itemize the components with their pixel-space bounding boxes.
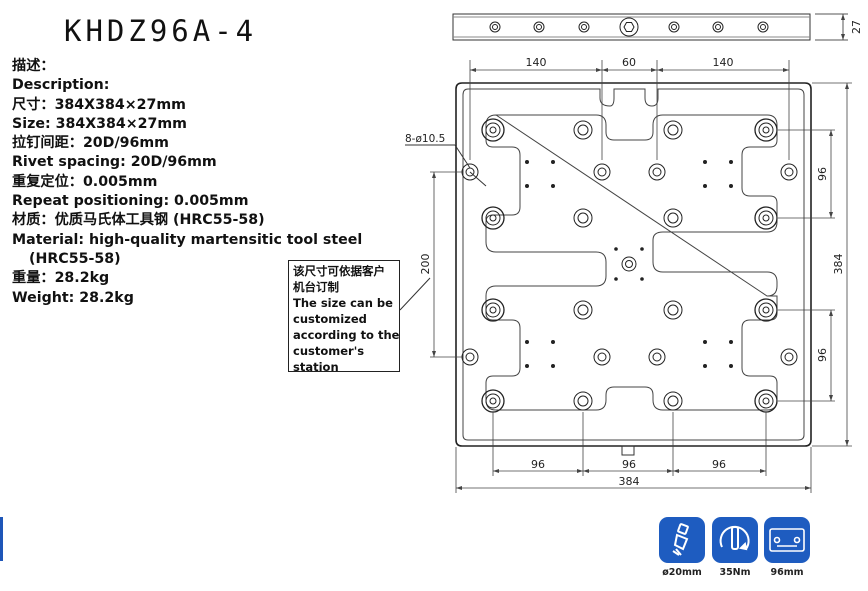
customization-note: 该尺寸可依据客户 机台订制 The size can be customized… bbox=[288, 260, 400, 374]
side-view-body bbox=[452, 13, 811, 41]
bottom-tab bbox=[621, 445, 635, 456]
spec-material-en-hardness: (HRC55-58) bbox=[29, 250, 121, 267]
spec-desc-en: Description: bbox=[12, 77, 110, 94]
dim-right-96-top: 96 bbox=[816, 167, 829, 181]
dim-right-96-bottom: 96 bbox=[816, 348, 829, 362]
spec-weight-cn: 重量：28.2kg bbox=[12, 270, 110, 287]
dim-bottom-96-right: 96 bbox=[712, 458, 726, 471]
note-cn-line1: 该尺寸可依据客户 bbox=[293, 264, 385, 278]
dim-top-140-left: 140 bbox=[526, 56, 547, 69]
plate-cutouts bbox=[485, 114, 778, 411]
dim-bottom-96-mid: 96 bbox=[622, 458, 636, 471]
spec-list: 描述： Description: 尺寸：384X384×27mm Size: 3… bbox=[12, 57, 362, 308]
left-edge-bar bbox=[0, 517, 3, 561]
mounting-holes bbox=[461, 120, 798, 411]
spec-repeat-cn: 重复定位：0.005mm bbox=[12, 173, 158, 190]
dim-left-200: 200 bbox=[419, 254, 432, 275]
dim-right-384: 384 bbox=[832, 254, 845, 275]
side-view-holes bbox=[489, 17, 769, 37]
torque-wrench-icon bbox=[719, 525, 750, 551]
spec-rivet-cn: 拉钉间距：20D/96mm bbox=[12, 135, 169, 152]
clamping-holes bbox=[481, 118, 778, 413]
spec-size-en: Size: 384X384×27mm bbox=[12, 115, 187, 132]
spec-desc-cn: 描述： bbox=[12, 58, 55, 74]
dim-bottom-96-left: 96 bbox=[531, 458, 545, 471]
note-en-line2: customized bbox=[293, 312, 367, 326]
side-view bbox=[452, 13, 848, 41]
product-title: KHDZ96A-4 bbox=[64, 14, 258, 48]
dimension-lines bbox=[430, 60, 852, 493]
pull-stud-icon bbox=[672, 523, 689, 556]
plate-spacing-icon bbox=[769, 528, 805, 552]
note-en-line4: customer's bbox=[293, 344, 365, 358]
dim-bottom-384: 384 bbox=[619, 475, 640, 488]
dim-hole-callout: 8-ø10.5 bbox=[405, 133, 445, 145]
spec-repeat-en: Repeat positioning: 0.005mm bbox=[12, 193, 249, 210]
note-en-line5: station bbox=[293, 360, 339, 374]
plate-outline bbox=[455, 82, 812, 447]
note-cn-line2: 机台订制 bbox=[293, 280, 339, 294]
spec-size-cn: 尺寸：384X384×27mm bbox=[12, 96, 186, 113]
pull-stud-badge bbox=[659, 517, 705, 563]
spec-material-en: Material: high-quality martensitic tool … bbox=[12, 231, 363, 248]
dim-thickness: 27 bbox=[850, 20, 863, 34]
note-leader-line bbox=[399, 277, 431, 311]
spec-material-cn: 材质：优质马氏体工具钢 (HRC55-58) bbox=[12, 212, 265, 229]
dim-top-60: 60 bbox=[622, 56, 636, 69]
pull-stud-label: ø20mm bbox=[662, 567, 702, 578]
dim-top-140-right: 140 bbox=[713, 56, 734, 69]
dimension-arrows bbox=[432, 14, 849, 490]
spec-rivet-en: Rivet spacing: 20D/96mm bbox=[12, 154, 217, 171]
small-pin-holes bbox=[525, 160, 733, 368]
note-en-line1: The size can be bbox=[293, 296, 393, 310]
torque-label: 35Nm bbox=[719, 567, 751, 578]
spacing-badge bbox=[764, 517, 810, 563]
note-en-line3: according to the bbox=[293, 328, 400, 342]
spacing-label: 96mm bbox=[770, 567, 804, 578]
spec-weight-en: Weight: 28.2kg bbox=[12, 289, 134, 306]
torque-badge bbox=[712, 517, 758, 563]
